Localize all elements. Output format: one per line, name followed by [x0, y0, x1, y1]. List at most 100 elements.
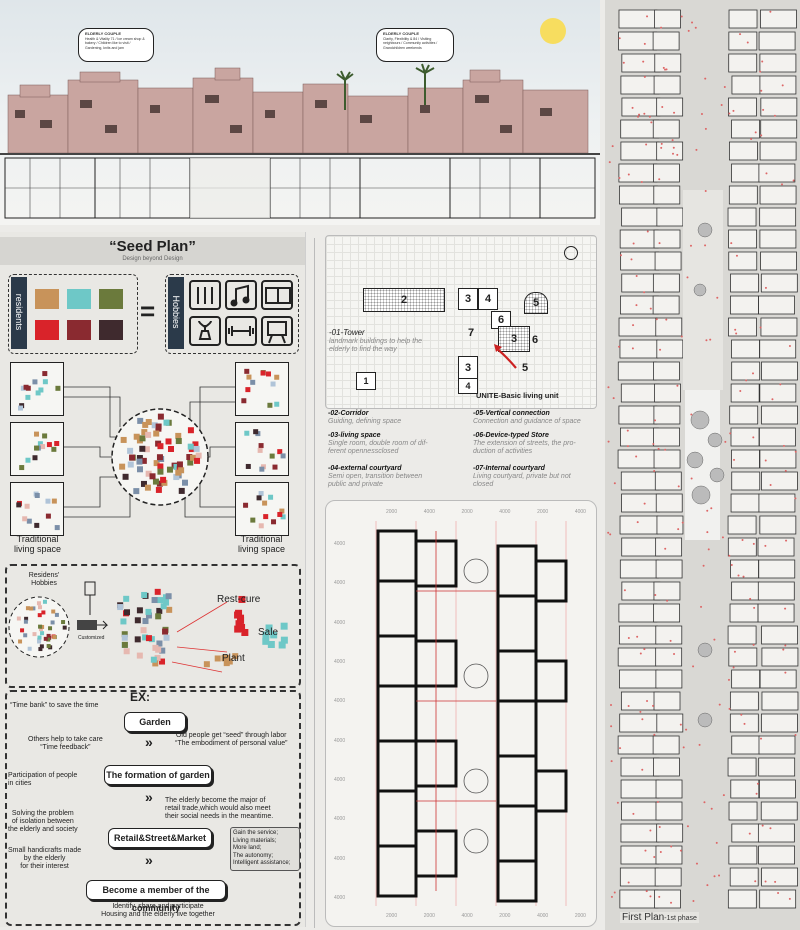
bubble-left: ELDERLY COUPLE Health & Vitality 71 / Ic… [78, 28, 154, 62]
garden-box: Garden [124, 712, 186, 732]
rest-cure-label: Rest-cure [217, 594, 261, 605]
legend-title-1: -02-Corridor [328, 410, 369, 417]
hero-elevation: ELDERLY COUPLE Health & Vitality 71 / Ic… [0, 0, 600, 225]
unit-cell-5a: 5 [524, 292, 548, 314]
dim-side-7: 4000 [334, 816, 346, 823]
seed-subtitle: Design beyond Design [122, 256, 183, 262]
floor-plan-drawing [375, 521, 568, 906]
flow-box [5, 690, 301, 926]
unit-cell-4b: 4 [458, 378, 478, 394]
equals-sign: = [140, 296, 156, 326]
first-plan-sub: -1st phase [664, 915, 697, 922]
residents-box [8, 274, 138, 354]
unit-cell-3c: 3 [458, 356, 478, 380]
basic-unit-label: UNITE-Basic living unit [476, 391, 559, 400]
handicrafts-text: Small handicrafts made by the elderly fo… [8, 847, 82, 870]
legend-text-5: Semi open, transition between public and… [328, 473, 423, 488]
unit-arrow [494, 344, 517, 369]
dim-side-5: 4000 [334, 737, 346, 744]
dim-side-2: 4000 [334, 619, 346, 626]
dim-bottom-2: 4000 [461, 913, 473, 919]
hobby-icons [189, 280, 293, 346]
legend-text-3: Single room, double room of dif- ferent … [328, 440, 428, 455]
residents-label-text: residents [14, 293, 24, 331]
unit-cell-3a: 3 [458, 288, 478, 310]
unit-cell-2: 2 [363, 288, 445, 312]
dim-side-4: 4000 [334, 698, 346, 705]
first-plan-panel: First Plan-1st phase [605, 0, 800, 930]
traditional-left-label: Traditional living space [13, 534, 62, 554]
unit-cell-4a: 4 [478, 288, 498, 310]
legend-text-6: Living courtyard, private but not closed [473, 473, 571, 488]
unit-label-6b: 6 [532, 334, 539, 346]
solving-text: Solving the problem of isolation between… [8, 810, 78, 833]
residents-hobbies-label: Residens' Hobbies [28, 572, 60, 587]
legend-text-4: The extension of streets, the pro- ducti… [473, 440, 576, 455]
seed-plan-panel: “Seed Plan” Design beyond Design residen… [0, 232, 306, 927]
residents-label [11, 277, 27, 349]
dim-side-9: 4000 [334, 894, 346, 901]
legend-text-1: Guiding, defining space [328, 418, 402, 425]
member-box: Become a member of the community [86, 880, 226, 913]
bubble-right-text: Clarity, Flexibility & 84 / Visiting nei… [383, 36, 438, 50]
dim-top-4: 2000 [537, 509, 549, 515]
dim-top-5: 4000 [574, 509, 586, 515]
bubble-left-title: ELDERLY COUPLE [85, 31, 122, 36]
retail-box: Retail&Street&Market [108, 828, 212, 848]
ex-label: EX: [130, 690, 151, 704]
first-plan-drawing [607, 9, 799, 909]
formation-box: The formation of garden [104, 765, 212, 785]
resident-swatch-4 [35, 320, 59, 340]
dim-bottom-1: 2000 [423, 913, 435, 919]
seed-dots [16, 368, 286, 531]
utensils-icon [197, 287, 213, 304]
legend-title-2: -05-Vertical connection [473, 410, 550, 417]
resident-swatch-1 [35, 289, 59, 309]
legend-title-4: -06-Device-typed Store [473, 432, 549, 439]
dim-side-8: 4000 [334, 855, 346, 862]
plant-label: Plant [222, 653, 245, 664]
easel-icon [267, 321, 287, 344]
music-icon [230, 284, 250, 307]
hobbies-label-text: Hobbies [171, 295, 181, 329]
unit-panel: 2 3 4 5 6 3 6 7 3 4 5 1 -01-Tower landma… [325, 235, 597, 409]
dim-top-1: 4000 [423, 509, 435, 515]
first-plan-label: First Plan-1st phase [620, 912, 699, 923]
legend-title-6: -07-Internal courtyard [473, 465, 545, 472]
dim-top-3: 4000 [499, 509, 511, 515]
bubble-right-title: ELDERLY COUPLE [383, 31, 420, 36]
elevation-drawing [0, 63, 600, 219]
seed-title: “Seed Plan” [109, 238, 196, 255]
traditional-right-label: Traditional living space [237, 534, 286, 554]
time-bank-text: “Time bank” to save the time [10, 702, 99, 709]
hobbies-box [165, 274, 299, 354]
sun [540, 18, 566, 44]
dim-side-3: 4000 [334, 658, 346, 665]
legend-title-3: -03-living space [328, 432, 381, 439]
resident-swatch-5 [67, 320, 91, 340]
gain-box: Gain the service; Living materials; More… [230, 827, 300, 871]
book-icon [265, 287, 291, 304]
dim-top-2: 2000 [461, 509, 473, 515]
sale-label: Sale [258, 627, 279, 638]
customized-box [5, 564, 301, 688]
unit-cell-3b: 3 [498, 326, 530, 352]
resident-swatch-2 [67, 289, 91, 309]
others-help-text: Others help to take care “Time feedback” [28, 736, 103, 751]
resident-swatch-3 [99, 289, 123, 309]
identify-text: Identify, share and participate Housing … [101, 903, 215, 918]
chevron-2: » [145, 789, 153, 805]
dim-bottom-3: 2000 [499, 913, 511, 919]
first-plan-title: First Plan [622, 912, 665, 923]
plant-icon [198, 320, 212, 340]
